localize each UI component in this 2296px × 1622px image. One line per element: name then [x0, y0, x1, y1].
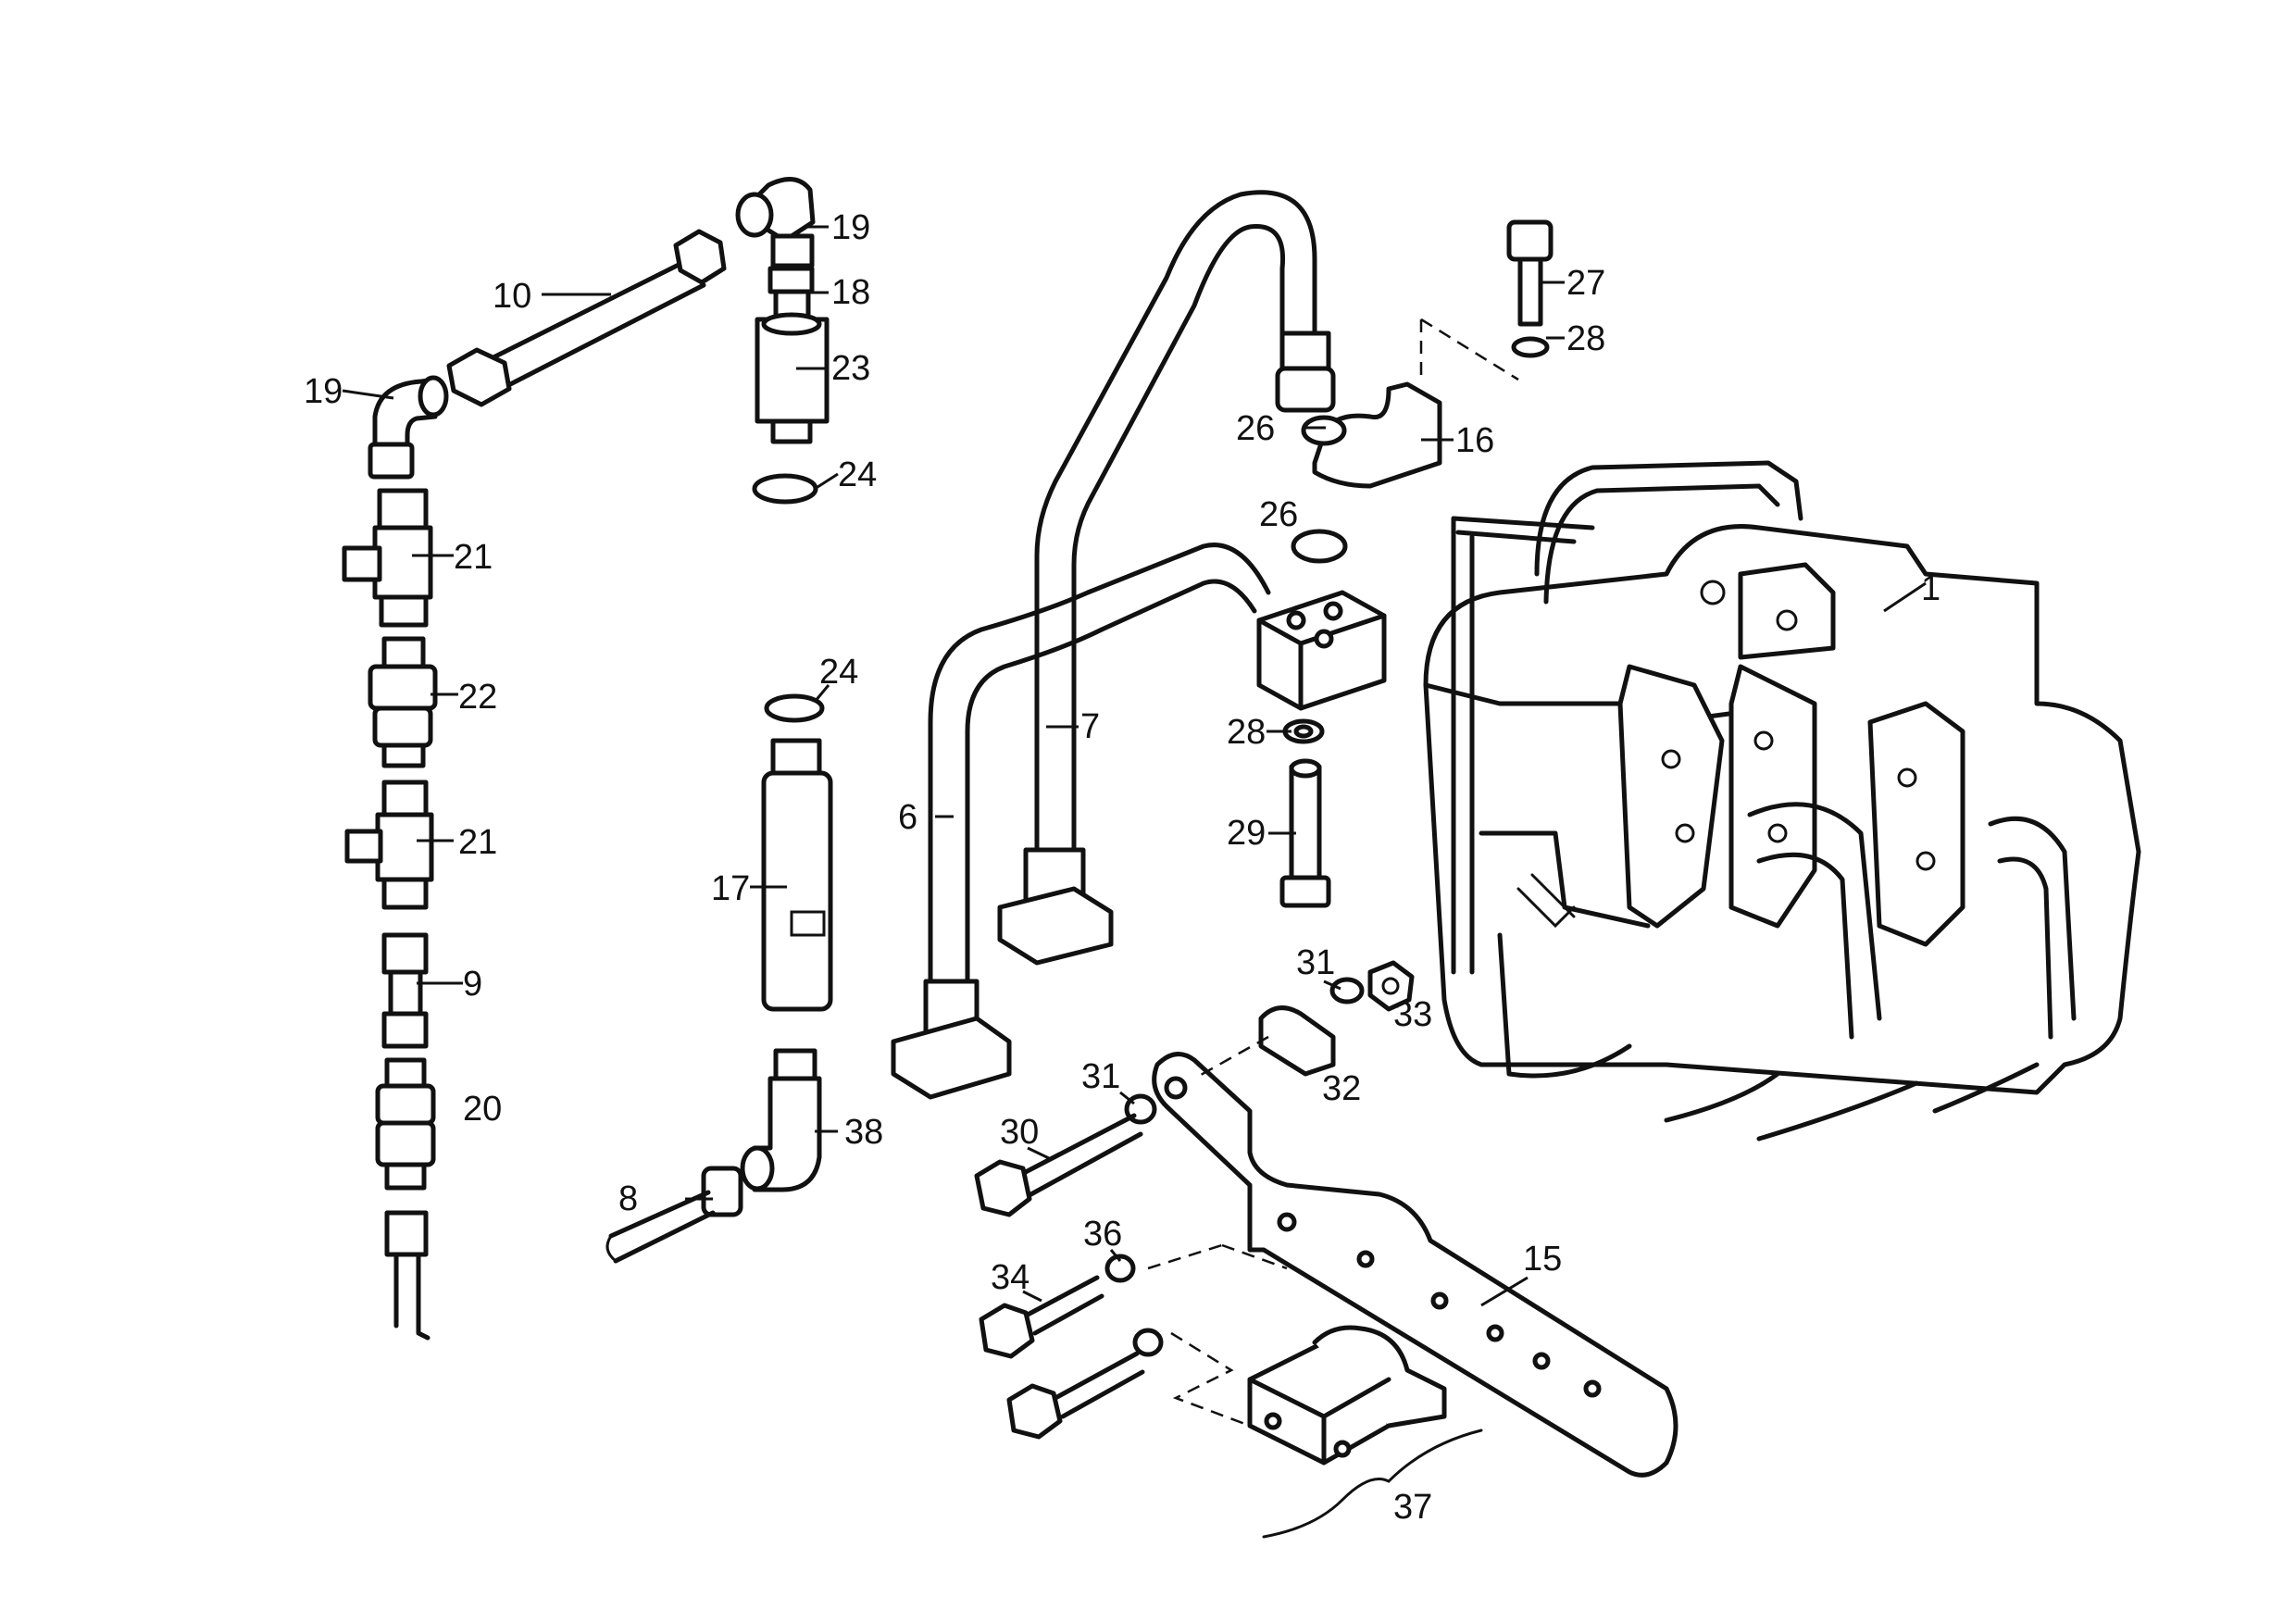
split-flange-16: [1301, 381, 1442, 489]
union-fitting-22: [368, 636, 438, 768]
bolt-29: [1279, 758, 1331, 908]
callout-7: 7: [1080, 707, 1100, 746]
leader-lines: [342, 225, 1927, 1307]
callout-34: 34: [991, 1258, 1029, 1297]
callout-26-lower: 26: [1259, 495, 1298, 534]
callout-15: 15: [1523, 1240, 1562, 1279]
callout-6: 6: [898, 798, 917, 837]
tee-fitting-21-upper: [342, 488, 433, 628]
washer-31-right: [1329, 977, 1365, 1004]
callout-38: 38: [844, 1113, 883, 1152]
callout-19-top: 19: [831, 208, 870, 247]
bolt-lower: [1006, 1351, 1145, 1440]
clamp-block-37: [1247, 1325, 1447, 1466]
pipe-7: [997, 190, 1336, 966]
washer-lower: [1132, 1328, 1164, 1357]
cap-screw-27: [1506, 219, 1554, 327]
callout-28-upper: 28: [1566, 319, 1605, 358]
callout-21-upper: 21: [454, 538, 493, 577]
pipe-10: [446, 229, 727, 407]
callout-16: 16: [1455, 421, 1494, 460]
pump-assembly-1: [1423, 460, 2141, 1142]
callout-22: 22: [458, 678, 497, 717]
callout-32: 32: [1322, 1069, 1361, 1108]
callout-20: 20: [463, 1090, 502, 1129]
callout-21-lower: 21: [458, 823, 497, 862]
pipe-6: [891, 543, 1271, 1100]
nut-33: [1367, 960, 1415, 1012]
flange-block: [1256, 590, 1387, 711]
callout-31-left: 31: [1081, 1057, 1120, 1096]
elbow-fitting-38: [740, 1048, 822, 1192]
callout-9: 9: [463, 965, 482, 1004]
callout-30: 30: [1000, 1113, 1039, 1152]
o-ring-24-lower: [764, 693, 825, 723]
callout-27: 27: [1566, 264, 1605, 303]
callout-18: 18: [831, 273, 870, 312]
clamp-half-32: [1258, 1005, 1336, 1077]
callout-1: 1: [1921, 569, 1940, 608]
callout-28-lower: 28: [1227, 713, 1266, 752]
tee-fitting-21-lower: [344, 780, 434, 910]
callout-labels: 1 6 7 8 9 10 15 16 17 18 19 19 20 21 21 …: [304, 208, 1940, 1527]
o-ring-24-top: [752, 473, 818, 505]
hose-end-fitting: [384, 1210, 430, 1341]
callout-33: 33: [1393, 995, 1432, 1034]
elbow-fitting-19-left: [368, 375, 449, 480]
o-ring-26-lower: [1291, 529, 1348, 564]
callout-23: 23: [831, 349, 870, 388]
callout-8: 8: [618, 1179, 638, 1218]
pipe-section-17: [761, 738, 833, 1012]
callout-24-upper: 24: [838, 455, 877, 494]
callout-26-upper: 26: [1236, 409, 1275, 448]
callout-31-right: 31: [1296, 943, 1335, 982]
callout-10: 10: [493, 277, 531, 316]
bolt-30: [974, 1113, 1143, 1217]
callout-24-lower: 24: [819, 653, 858, 692]
washer-36: [1104, 1254, 1136, 1283]
adapter-23: [755, 312, 830, 444]
bracket-15: [1152, 1052, 1678, 1478]
elbow-fitting-19-top: [735, 177, 816, 268]
bolt-34: [979, 1275, 1104, 1359]
adapter-fitting-9: [381, 932, 429, 1049]
callout-29: 29: [1227, 814, 1266, 853]
washer-28-upper: [1511, 336, 1550, 358]
callout-37: 37: [1393, 1488, 1432, 1527]
callout-19-left: 19: [304, 372, 343, 411]
callout-17: 17: [711, 869, 750, 908]
union-fitting-20: [375, 1057, 436, 1191]
callout-36: 36: [1083, 1215, 1122, 1254]
